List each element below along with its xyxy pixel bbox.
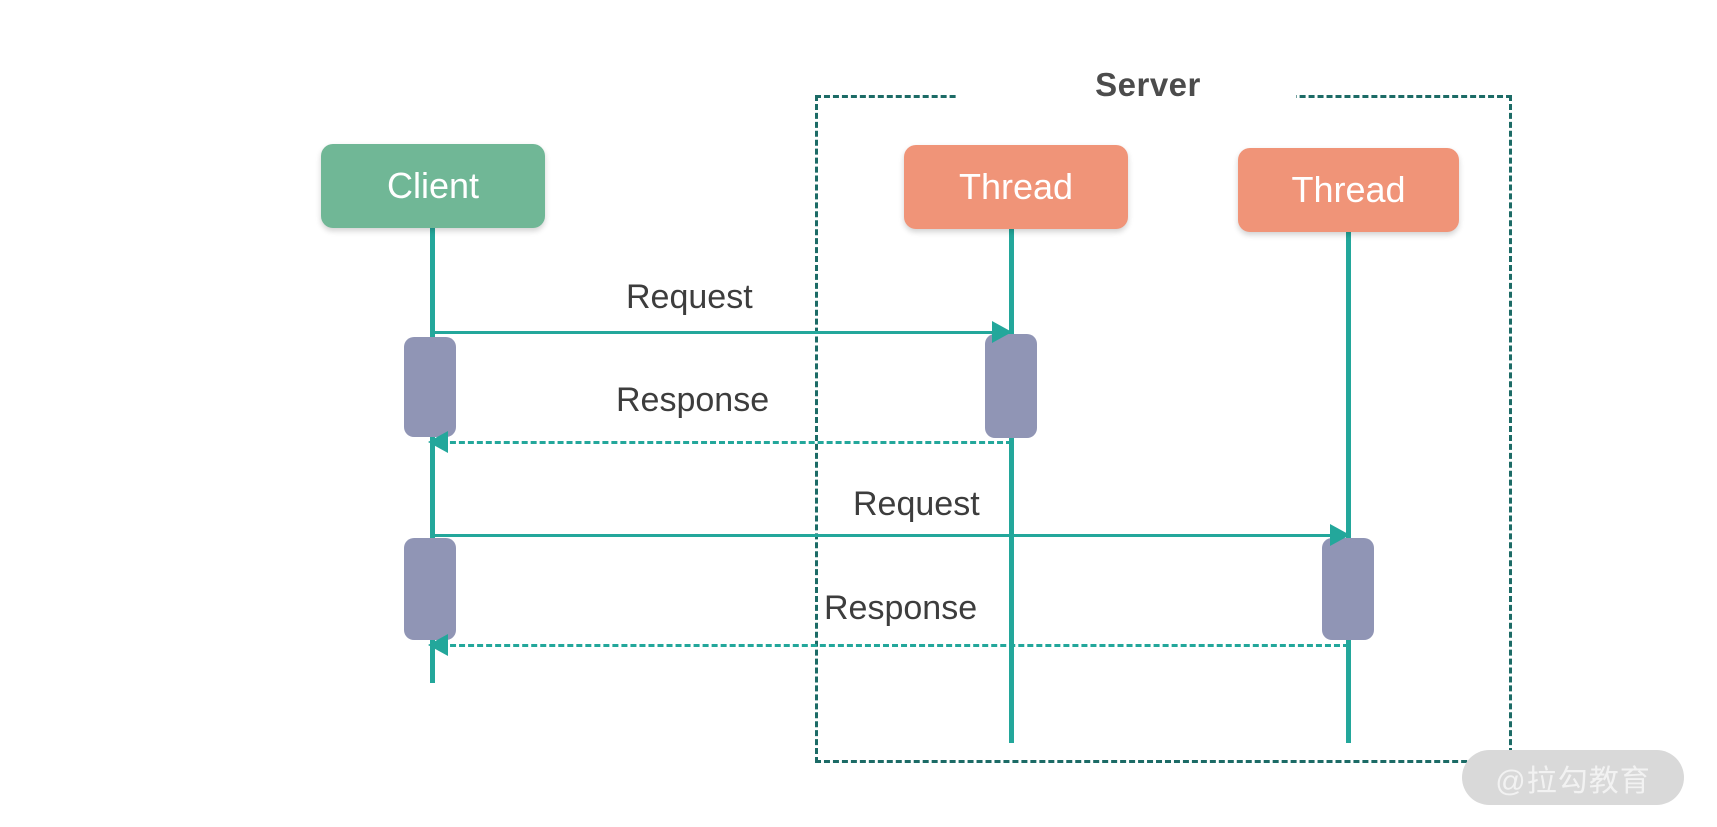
participant-client[interactable]: Client: [321, 144, 545, 228]
arrow-head-request-2: [1330, 524, 1350, 546]
server-label: Server: [1053, 48, 1243, 121]
participant-thread-1-label: Thread: [958, 166, 1074, 207]
activation-thread1: [985, 334, 1037, 438]
message-line-response-1: [432, 441, 1012, 444]
message-line-response-2: [432, 644, 1349, 647]
participant-client-label: Client: [386, 165, 480, 206]
activation-thread2: [1322, 538, 1374, 640]
message-line-request-2: [432, 534, 1349, 537]
message-label-request-2: Request: [853, 485, 980, 523]
watermark: @拉勾教育: [1462, 750, 1684, 805]
participant-thread-1[interactable]: Thread: [904, 145, 1128, 229]
lifeline-thread1: [1009, 228, 1014, 743]
activation-client-2: [404, 538, 456, 640]
participant-thread-2[interactable]: Thread: [1238, 148, 1459, 232]
message-label-request-1: Request: [626, 278, 753, 316]
message-line-request-1: [432, 331, 1012, 334]
lifeline-thread2: [1346, 232, 1351, 743]
message-label-response-2: Response: [824, 589, 978, 627]
participant-thread-2-label: Thread: [1291, 169, 1406, 210]
arrow-head-request-1: [992, 321, 1012, 343]
arrow-head-response-1: [428, 431, 448, 453]
activation-client-1: [404, 337, 456, 437]
message-label-response-1: Response: [616, 381, 770, 419]
arrow-head-response-2: [428, 634, 448, 656]
lifeline-client: [430, 228, 435, 683]
